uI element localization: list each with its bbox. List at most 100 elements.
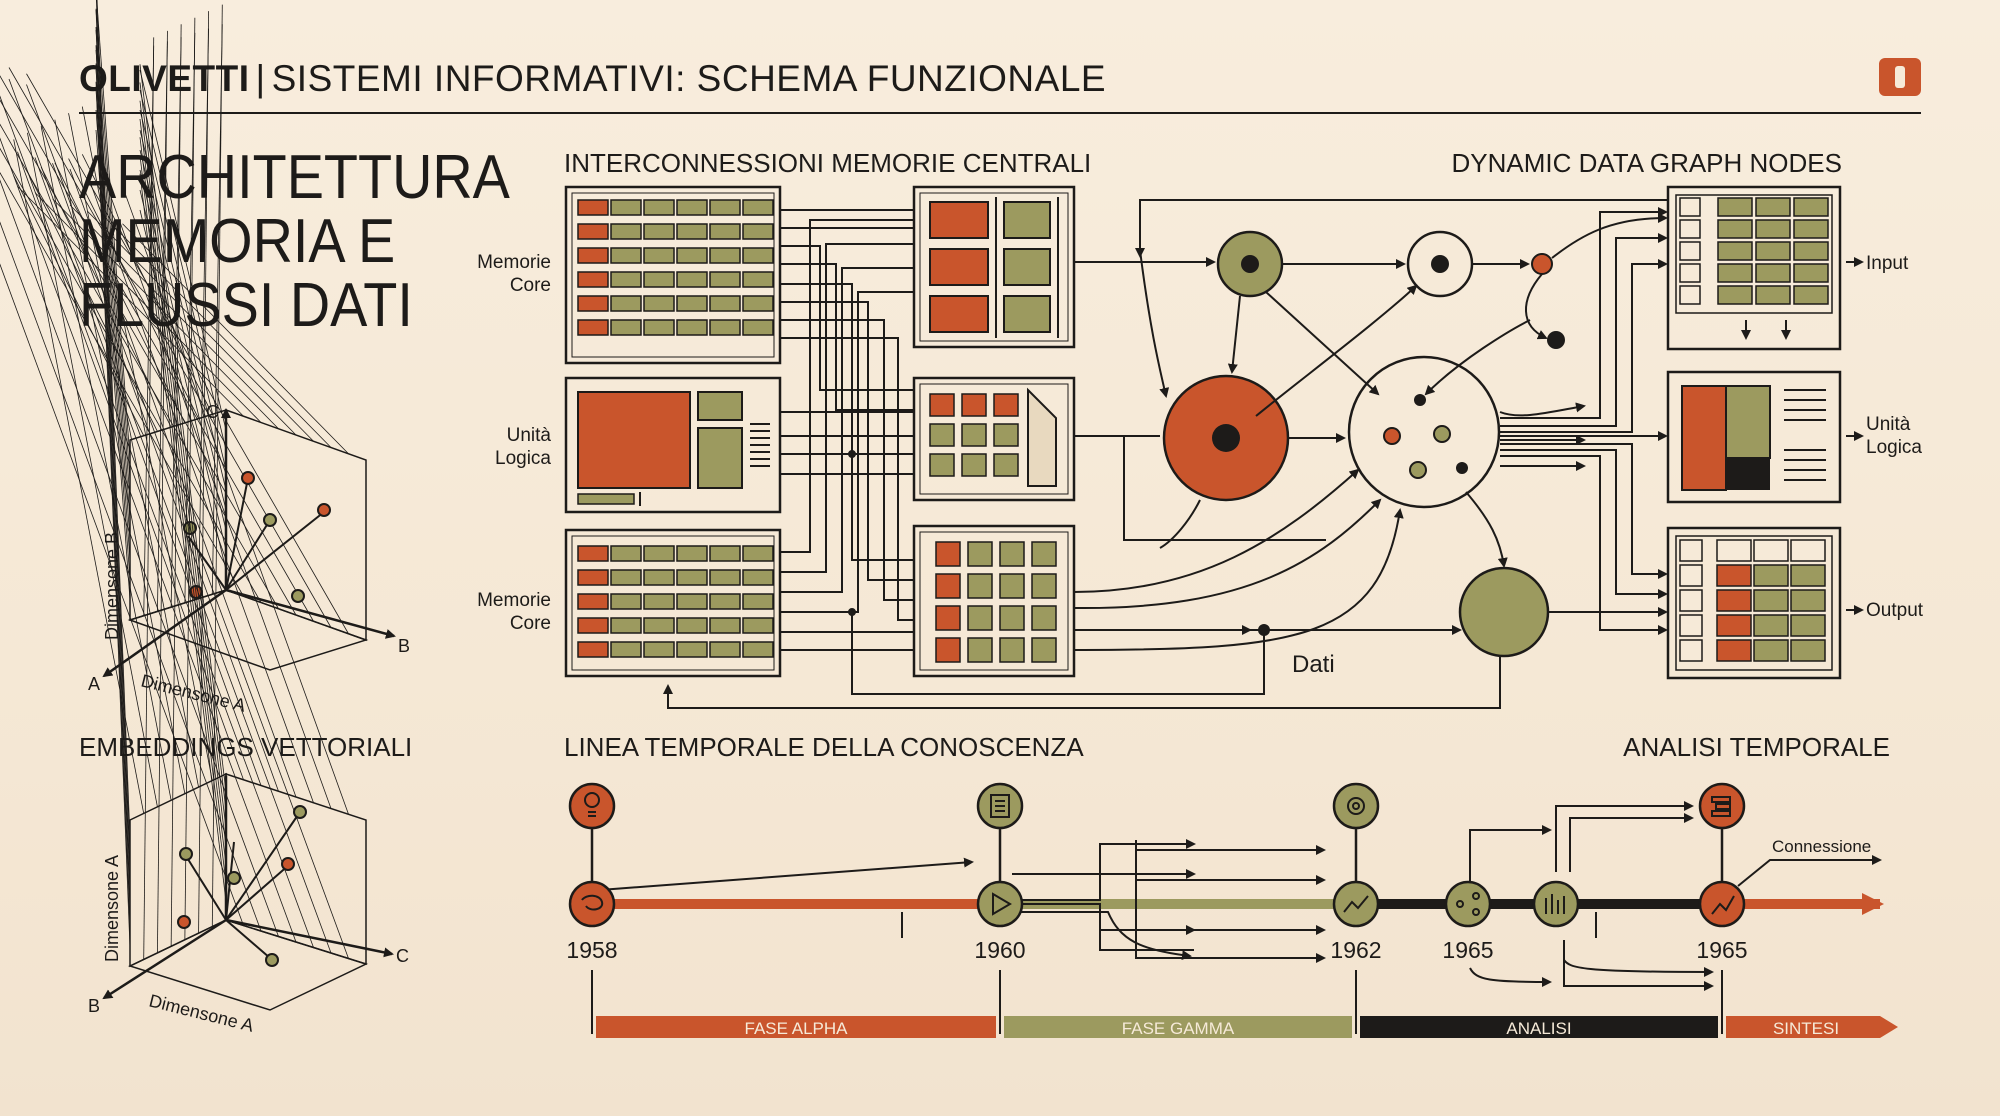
grid-cell (929, 393, 955, 417)
grid-cell (967, 605, 993, 631)
grid-cell (676, 271, 708, 288)
plot-grid-line (184, 17, 196, 940)
page-header: OLIVETTI|SISTEMI INFORMATIVI: SCHEMA FUN… (79, 58, 1921, 114)
plot-grid-line (139, 64, 227, 793)
plot-top-axis-a: A (88, 674, 100, 694)
grid-cell (709, 593, 741, 610)
grid-cell (967, 541, 993, 567)
grid-cell (610, 295, 642, 312)
plot-grid-line (8, 78, 332, 954)
label-logic-out-1: Unità (1866, 414, 1911, 435)
embedding-point (265, 953, 279, 967)
plot-grid-line (52, 163, 279, 792)
grid-cell (577, 617, 609, 634)
grid-cell (676, 223, 708, 240)
grid-cell (610, 271, 642, 288)
grid-cell (676, 295, 708, 312)
bars-icon (1532, 880, 1580, 928)
grid-cell (999, 573, 1025, 599)
grid-cell (742, 641, 774, 658)
label-memory-top-2: Core (510, 275, 551, 296)
grid-cell (1793, 285, 1829, 305)
grid-cell (1679, 285, 1701, 305)
grid-cell (961, 453, 987, 477)
label-memory-top-1: Memorie (477, 252, 551, 273)
grid-cell (1031, 573, 1057, 599)
grid-cell (577, 545, 609, 562)
embedding-point (241, 471, 255, 485)
grid-cell (1716, 564, 1752, 587)
plot-bottom-label-bottom: Dimensone A (147, 990, 256, 1035)
plot-grid-line (17, 151, 244, 780)
graph-node-small-black (1547, 331, 1565, 349)
plot-grid-line (0, 263, 244, 926)
grid-cell (1679, 639, 1703, 662)
grid-cell (610, 545, 642, 562)
grid-cell (577, 295, 609, 312)
chart-up-icon (1698, 880, 1746, 928)
grid-cell (1755, 241, 1791, 261)
grid-cell (676, 617, 708, 634)
graph-nodes (1162, 230, 1565, 658)
embedding-point (263, 513, 277, 527)
plot-grid-line (139, 149, 227, 511)
plot-top-axis-b: B (398, 636, 410, 656)
grid-cell (643, 247, 675, 264)
plot-grid-line (104, 217, 332, 448)
grid-cell (1679, 263, 1701, 283)
plot-grid-line (68, 113, 199, 788)
main-title-line-2: MEMORIA E (79, 207, 396, 276)
label-output: Output (1866, 600, 1924, 621)
plot-grid-line (211, 4, 223, 927)
grid-cell (1717, 219, 1753, 239)
header-subtitle: SISTEMI INFORMATIVI: SCHEMA FUNZIONALE (271, 58, 1107, 99)
label-data: Dati (1292, 651, 1335, 678)
plot-grid-line (0, 123, 279, 609)
grid-cell (1793, 219, 1829, 239)
graph-node-olive-bottom (1458, 566, 1550, 658)
graph-node-small-orange (1531, 253, 1553, 275)
plot-grid-line (81, 106, 213, 781)
label-logic-1: Unità (507, 425, 552, 446)
grid-cell (676, 247, 708, 264)
label-input: Input (1866, 253, 1909, 274)
plot-grid-line (96, 0, 131, 461)
middle-panel-document (912, 376, 1076, 502)
grid-cell (1679, 564, 1703, 587)
embedding-point (281, 857, 295, 871)
grid-cell (1679, 241, 1701, 261)
play-icon (976, 880, 1024, 928)
grid-cell (742, 199, 774, 216)
grid-cell (709, 641, 741, 658)
grid-cell (742, 271, 774, 288)
orange-square-badge-icon (1879, 58, 1921, 96)
grid-cell (1790, 539, 1826, 562)
plot-top-axis-c: C (206, 402, 219, 422)
grid-cell (935, 605, 961, 631)
plot-grid-line (139, 155, 227, 884)
section-title-timeline: LINEA TEMPORALE DELLA CONOSCENZA (564, 732, 1084, 762)
grid-cell (1031, 637, 1057, 663)
grid-cell (1753, 564, 1789, 587)
grid-cell (929, 423, 955, 447)
plot-bottom-axis-b: B (88, 996, 100, 1016)
grid-cell (610, 247, 642, 264)
grid-cell (1717, 197, 1753, 217)
plot-grid-line (139, 189, 227, 551)
grid-cell (1793, 197, 1829, 217)
grid-cell (935, 541, 961, 567)
phase-bar-gamma (1004, 1016, 1352, 1038)
grid-cell (1679, 219, 1701, 239)
plot-grid-line (122, 186, 349, 815)
grid-cell (1717, 241, 1753, 261)
section-title-interconnect: INTERCONNESSIONI MEMORIE CENTRALI (564, 148, 1091, 178)
grid-cell (742, 319, 774, 336)
grid-cell (1753, 639, 1789, 662)
grid-cell (577, 569, 609, 586)
plot-grid-line (0, 147, 262, 603)
grid-cell (1716, 614, 1752, 637)
grid-cell (961, 423, 987, 447)
phase-label-alpha: FASE ALPHA (745, 1019, 849, 1038)
grid-cell (709, 319, 741, 336)
